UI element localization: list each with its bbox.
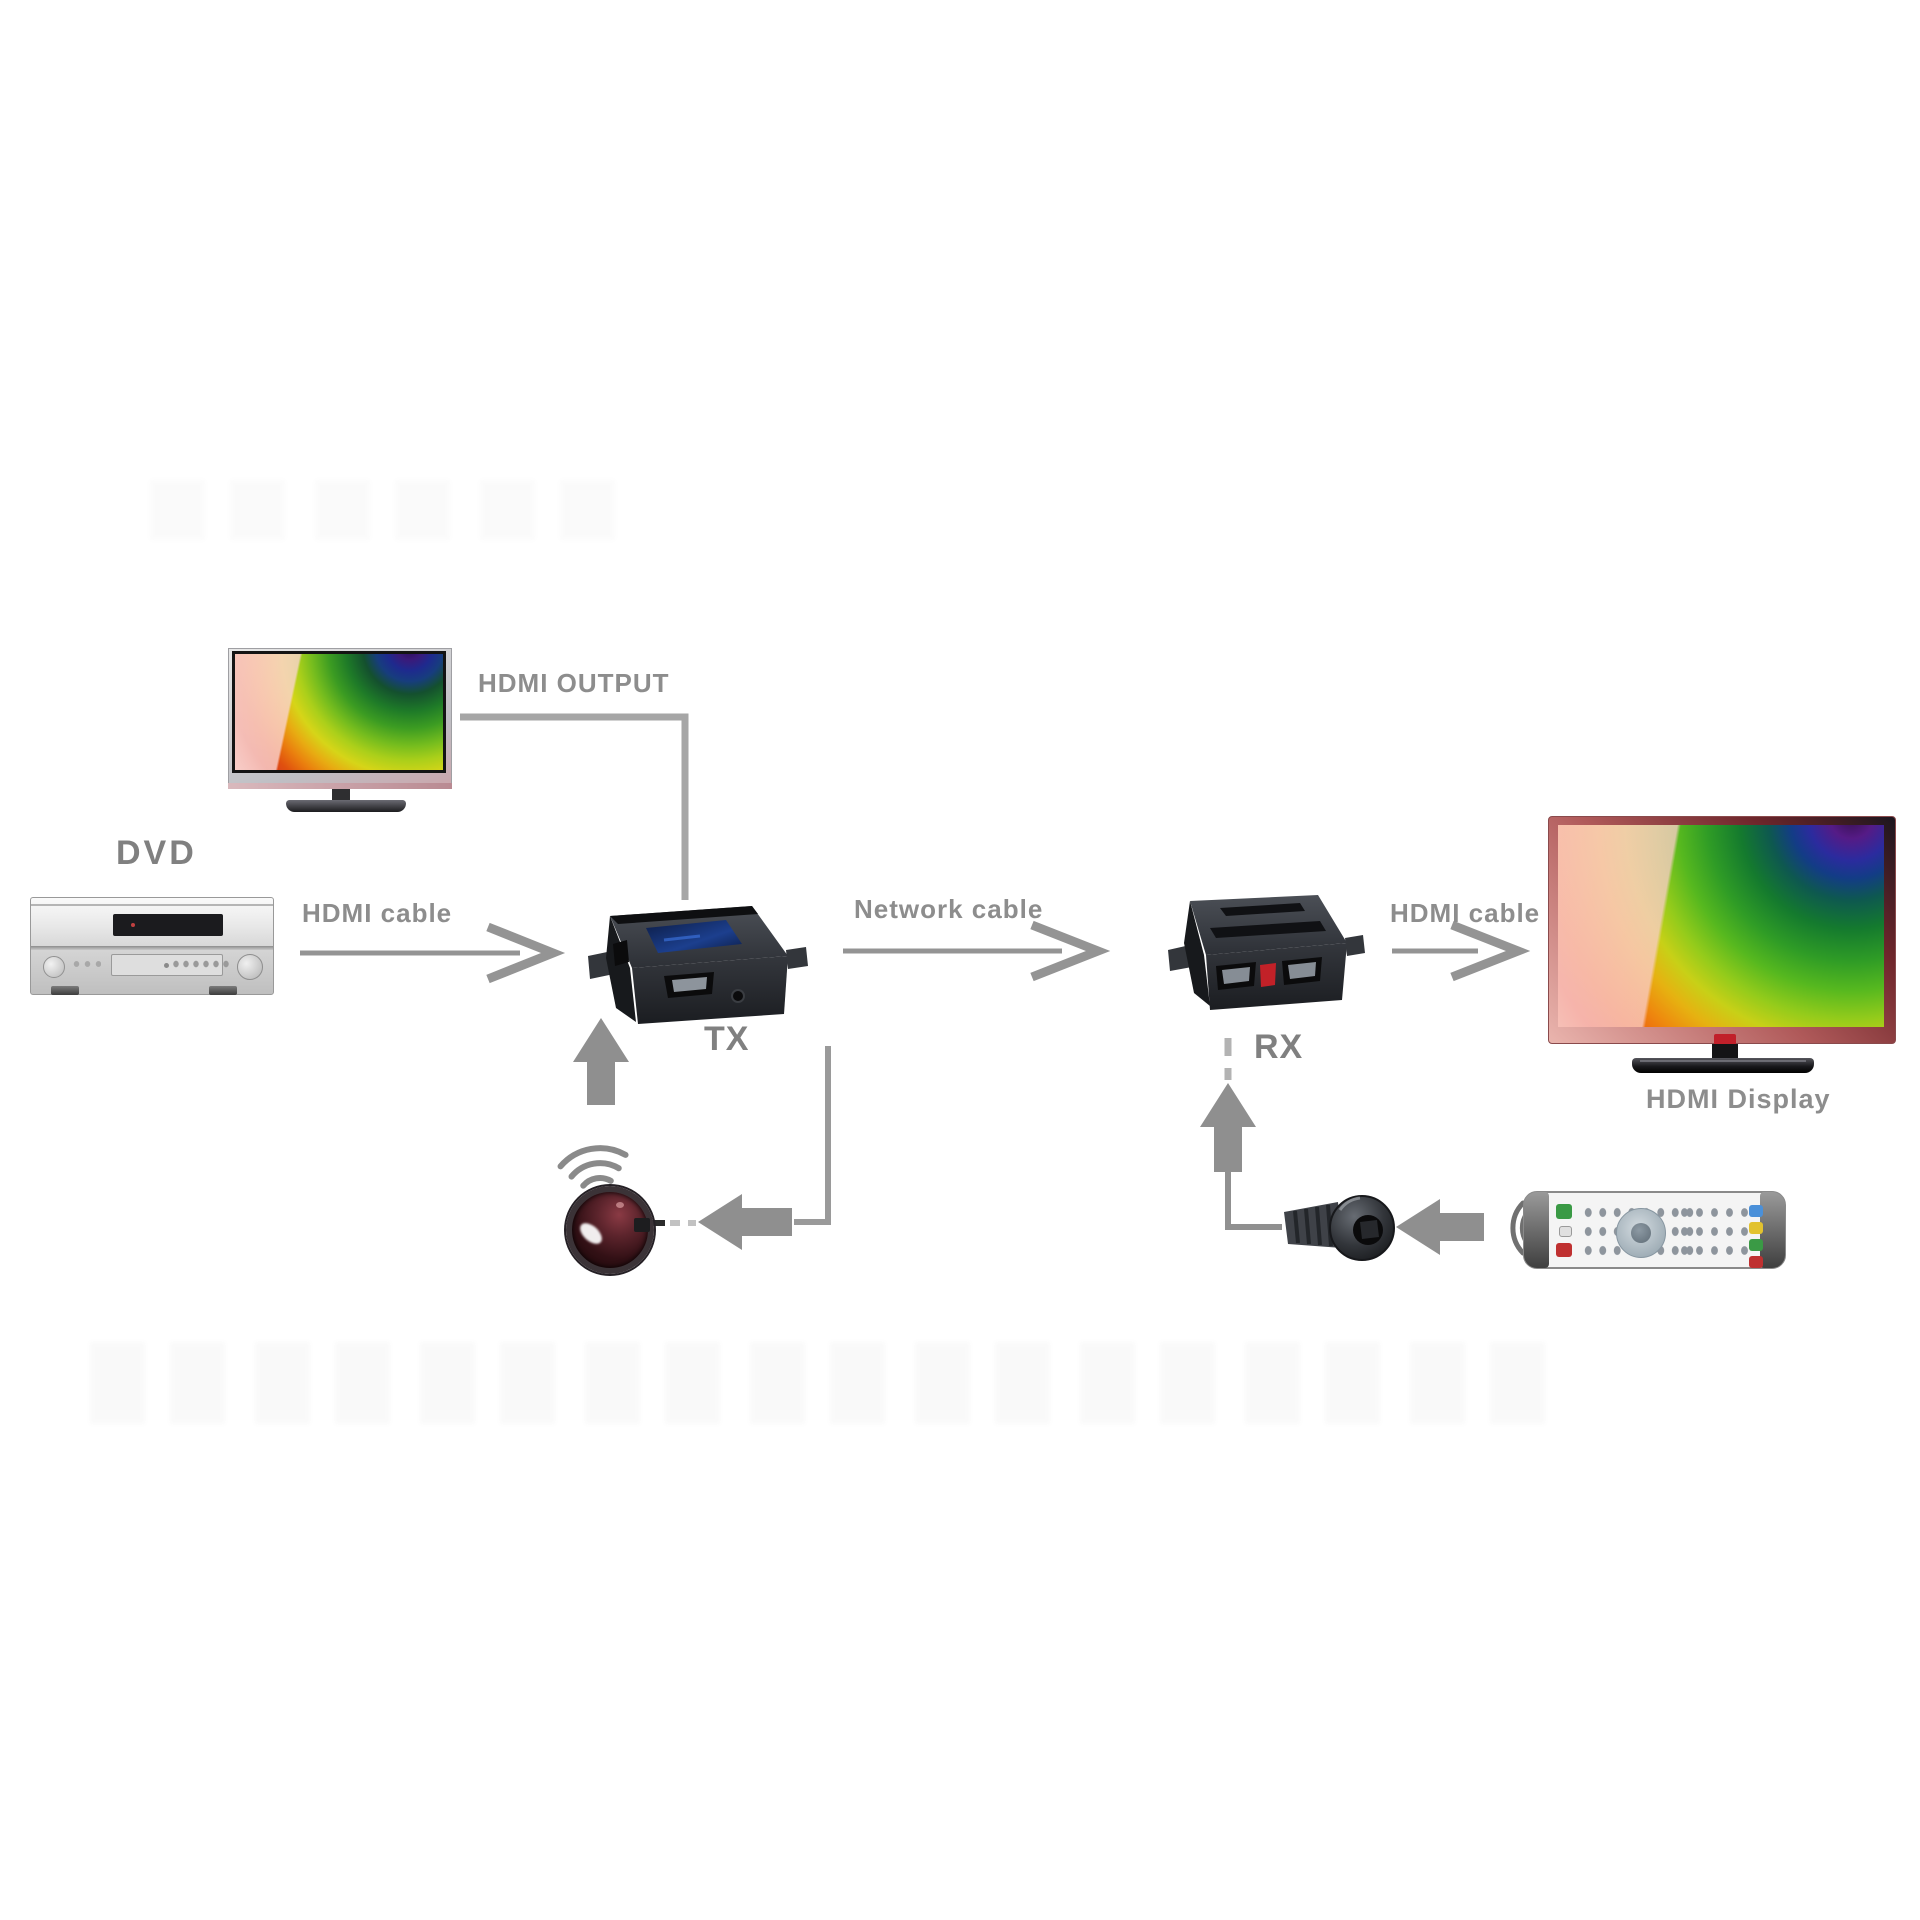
remote-power-button [1556, 1204, 1572, 1219]
dvd-label: DVD [116, 834, 197, 872]
source-monitor [228, 648, 458, 812]
tv-stand [1632, 1058, 1814, 1073]
faint-watermark-band [90, 1342, 1555, 1424]
tv-screen [1558, 825, 1884, 1027]
remote-dpad [1616, 1208, 1666, 1258]
remote-color-button-yellow [1749, 1222, 1763, 1234]
ir-emitter-plug [1284, 1195, 1395, 1261]
tx-ir-loop-line [642, 1046, 831, 1250]
left-block-arrow-icon [698, 1194, 792, 1250]
hdmi-output-connector-line [460, 713, 689, 900]
wifi-waves-icon [557, 1145, 629, 1189]
dvd-buttons [171, 958, 231, 970]
hdmi-cable-right-arrow [1392, 920, 1531, 982]
hdmi-cable-left-arrow [300, 922, 566, 984]
monitor-stand [286, 800, 406, 812]
hdmi-display-label: HDMI Display [1646, 1084, 1831, 1114]
hdmi-cable-left-label: HDMI cable [302, 898, 453, 928]
dvd-display-window [113, 914, 223, 936]
remote-color-button-red [1749, 1256, 1763, 1268]
tx-unit [588, 906, 808, 1024]
tx-label: TX [704, 1020, 750, 1058]
tx-dc-jack [731, 989, 745, 1003]
up-block-arrow-tx-icon [573, 1018, 629, 1105]
dvd-player [30, 897, 274, 995]
hdmi-display-tv [1548, 816, 1900, 1074]
left-block-arrow-plug-icon [1396, 1199, 1484, 1255]
remote-button-grid [1677, 1203, 1753, 1261]
rx-red-switch [1260, 963, 1276, 987]
rx-label: RX [1254, 1028, 1304, 1066]
hdmi-cable-right-label: HDMI cable [1390, 898, 1541, 928]
remote-record-button [1556, 1243, 1572, 1257]
hdmi-output-label: HDMI OUTPUT [478, 668, 670, 698]
monitor-screen [235, 654, 443, 770]
dvd-power-knob [43, 956, 65, 978]
remote-color-button-blue [1749, 1205, 1763, 1217]
rx-ir-path [1200, 1038, 1282, 1230]
remote-control [1523, 1191, 1786, 1269]
network-cable-label: Network cable [854, 894, 1044, 924]
rx-unit [1168, 895, 1365, 1010]
remote-color-button-green [1749, 1239, 1763, 1251]
up-block-arrow-rx-icon [1200, 1083, 1256, 1172]
dvd-jog-knob [237, 954, 263, 980]
tx-side-port [613, 940, 629, 966]
network-cable-arrow [843, 920, 1111, 982]
ir-receiver-eye [566, 1186, 654, 1274]
